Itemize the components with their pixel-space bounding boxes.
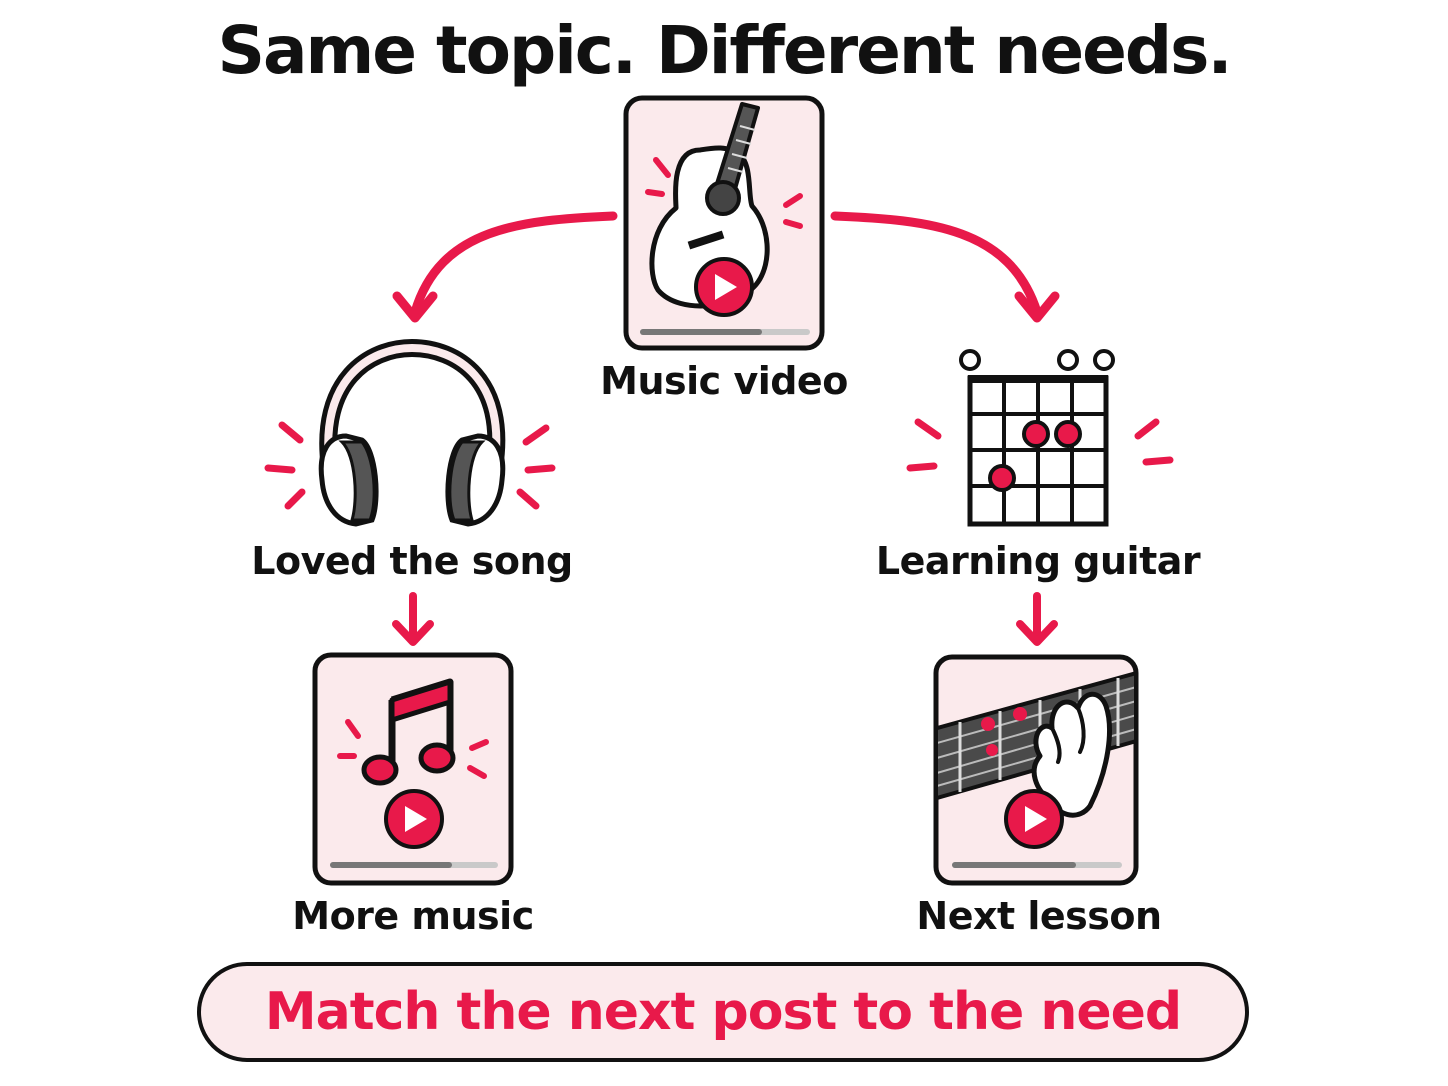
conclusion-text: Match the next post to the need [264, 982, 1182, 1042]
arrow-to-more-music [392, 592, 434, 646]
arrow-to-learning-guitar [830, 211, 1060, 323]
page-title: Same topic. Different needs. [217, 12, 1232, 89]
guitar-video-icon [623, 95, 825, 351]
conclusion-banner: Match the next post to the need [197, 962, 1249, 1062]
music-note-video-icon [312, 652, 514, 886]
headphones-icon [264, 338, 556, 527]
node-label-next-lesson: Next lesson [916, 894, 1162, 938]
guitar-lesson-video-icon [933, 654, 1139, 886]
node-label-loved-the-song: Loved the song [251, 539, 573, 583]
node-label-music-video: Music video [600, 359, 848, 403]
chord-chart-icon [906, 349, 1174, 527]
node-label-learning-guitar: Learning guitar [875, 539, 1201, 583]
arrow-to-loved-the-song [392, 211, 618, 323]
arrow-to-next-lesson [1016, 592, 1058, 646]
node-label-more-music: More music [292, 894, 534, 938]
